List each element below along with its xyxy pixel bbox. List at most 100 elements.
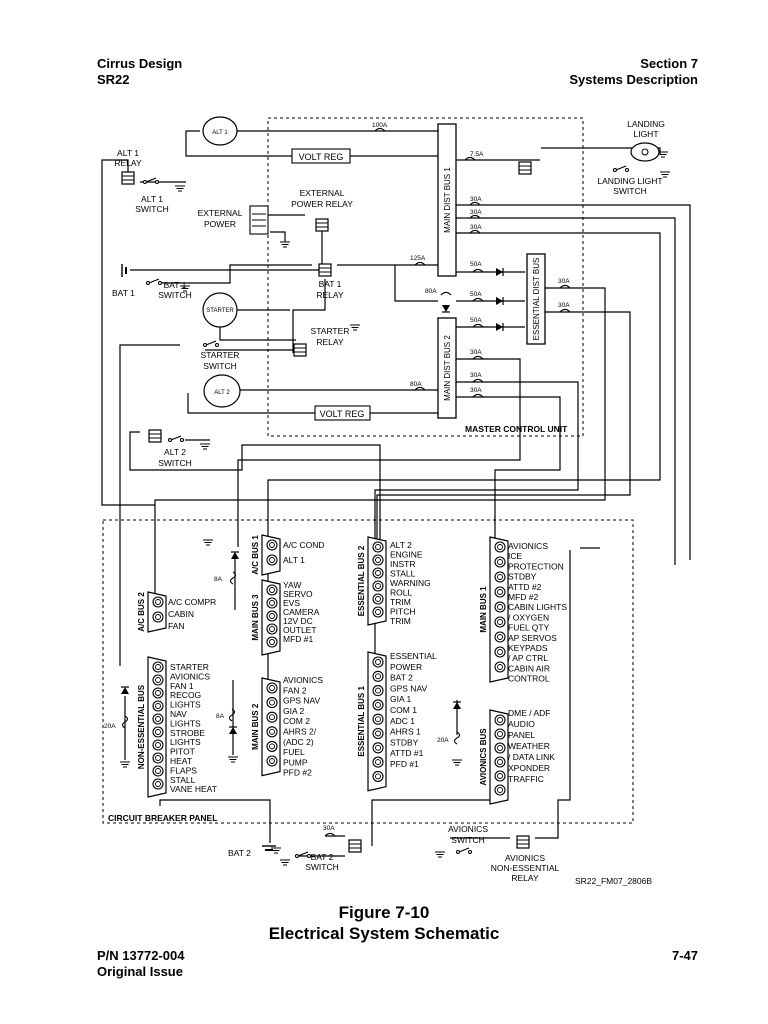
- av-relay-label-1: AVIONICS: [505, 853, 545, 863]
- breaker-pin: [494, 770, 506, 782]
- breaker-pin: [152, 778, 164, 790]
- amp-7-5: 7.5A: [470, 151, 484, 158]
- breaker-pin: [494, 586, 506, 598]
- bus-item-label: OUTLET: [283, 625, 317, 635]
- bus-block-main-bus-1: MAIN BUS 1AVIONICSICEPROTECTIONSTDBYATTD…: [479, 536, 567, 684]
- breaker-pin: [372, 554, 384, 566]
- ext-power-label-2: POWER: [204, 219, 236, 229]
- breaker-pin: [266, 623, 278, 635]
- amp-8-b: 8A: [216, 713, 225, 720]
- bus-item-label: AUDIO: [508, 719, 535, 729]
- essential-dist-bus-label: ESSENTIAL DIST BUS: [532, 258, 541, 341]
- bus-title-main-bus-2: MAIN BUS 2: [251, 703, 260, 750]
- figure-title: Electrical System Schematic: [268, 924, 500, 943]
- bus-item-label: 12V DC: [283, 616, 313, 626]
- bus-item-label: STROBE: [170, 728, 205, 738]
- landing-switch-label-2: SWITCH: [613, 186, 647, 196]
- bus-item-label: STDBY: [508, 572, 537, 582]
- bus-item-label: CAMERA: [283, 607, 320, 617]
- av-switch-label-1: AVIONICS: [448, 824, 488, 834]
- breaker-pin: [494, 742, 506, 754]
- bus-item-label: STDBY: [390, 737, 419, 747]
- breaker-pin: [372, 670, 384, 682]
- bat2-switch-label-2: SWITCH: [305, 862, 339, 872]
- amp-30-i: 30A: [323, 825, 335, 832]
- bus-item-label: FAN: [168, 621, 185, 631]
- bus-item-label: YAW: [283, 580, 301, 590]
- breaker-pin: [266, 697, 278, 709]
- bus-item-label: ATTD #2: [508, 582, 542, 592]
- bus-item-label: PROTECTION: [508, 561, 564, 571]
- bus-item-label: / OXYGEN: [508, 612, 549, 622]
- bus-item-label: VANE HEAT: [170, 784, 217, 794]
- amp-ratings: 100A 7.5A 30A 30A 30A 125A 50A 80A 50A 5…: [104, 122, 570, 832]
- bus-item-label: PUMP: [283, 757, 308, 767]
- bus-item-label: CABIN AIR: [508, 663, 550, 673]
- bus-item-label: TRIM: [390, 616, 411, 626]
- alt1-switch-label-1: ALT 1: [141, 194, 163, 204]
- bus-title-main-bus-3: MAIN BUS 3: [251, 594, 260, 641]
- bus-item-label: BAT 2: [390, 673, 413, 683]
- breaker-pin: [372, 713, 384, 725]
- breaker-pin: [152, 700, 164, 712]
- main-dist-bus-2-label: MAIN DIST BUS 2: [443, 335, 452, 401]
- bus-item-label: ALT 1: [283, 555, 305, 565]
- breaker-pin: [494, 661, 506, 673]
- amp-80-b: 80A: [410, 381, 422, 388]
- landing-light-label-2: LIGHT: [633, 129, 658, 139]
- landing-switch-label-1: LANDING LIGHT: [597, 176, 662, 186]
- bat2-symbol: [262, 845, 276, 851]
- breaker-pin: [152, 674, 164, 686]
- amp-50-b: 50A: [470, 291, 482, 298]
- breaker-pin: [266, 682, 278, 694]
- starter-relay-label-2: RELAY: [316, 337, 344, 347]
- amp-100: 100A: [372, 122, 388, 129]
- breaker-pin: [266, 539, 278, 551]
- bus-item-label: / DATA LINK: [508, 752, 555, 762]
- bus-item-label: A/C COND: [283, 540, 325, 550]
- bus-item-label: STALL: [390, 569, 416, 579]
- breaker-pin: [152, 596, 164, 608]
- bus-item-label: XPONDER: [508, 763, 550, 773]
- bus-item-label: STARTER: [170, 662, 209, 672]
- bus-item-label: ICE: [508, 551, 523, 561]
- breaker-pin: [494, 646, 506, 658]
- main-dist-bus-1: MAIN DIST BUS 1: [437, 123, 457, 277]
- breaker-pin: [372, 593, 384, 605]
- main-dist-bus-2: MAIN DIST BUS 2: [437, 317, 457, 419]
- breaker-pin: [152, 661, 164, 673]
- breaker-pin: [152, 726, 164, 738]
- bus-item-label: KEYPADS: [508, 643, 548, 653]
- bus-item-label: CONTROL: [508, 674, 550, 684]
- bus-item-label: COM 2: [283, 716, 310, 726]
- amp-125: 125A: [410, 255, 426, 262]
- breaker-pin: [266, 755, 278, 767]
- bus-item-label: ADC 1: [390, 716, 415, 726]
- figure-number: Figure 7-10: [338, 903, 430, 922]
- breaker-pin: [494, 784, 506, 796]
- breaker-pin: [494, 556, 506, 568]
- volt-reg-1: VOLT REG: [291, 148, 351, 164]
- main-dist-bus-1-label: MAIN DIST BUS 1: [443, 167, 452, 233]
- breaker-pin: [266, 597, 278, 609]
- amp-50-c: 50A: [470, 317, 482, 324]
- breaker-pin: [372, 756, 384, 768]
- breaker-pin: [372, 685, 384, 697]
- amp-80-a: 80A: [425, 288, 437, 295]
- wiring: [101, 117, 691, 857]
- bus-item-label: / AP CTRL: [508, 653, 548, 663]
- bus-item-label: ESSENTIAL: [390, 651, 437, 661]
- breaker-pin: [266, 636, 278, 648]
- bus-item-label: FUEL QTY: [508, 623, 550, 633]
- bus-item-label: PITCH: [390, 607, 416, 617]
- breaker-pin: [152, 713, 164, 725]
- breaker-pin: [266, 726, 278, 738]
- breaker-pin: [494, 601, 506, 613]
- bus-item-label: TRIM: [390, 597, 411, 607]
